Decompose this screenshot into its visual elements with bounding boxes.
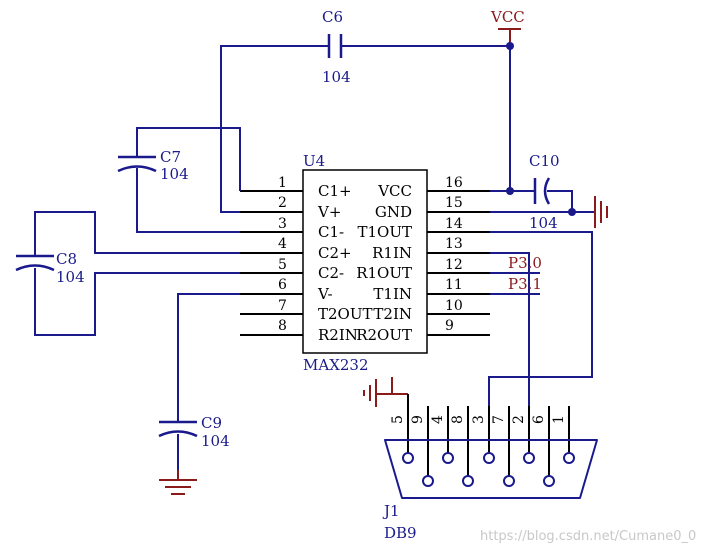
u4-pin-name: R1OUT (356, 264, 412, 282)
capacitor-value: 104 (322, 68, 351, 86)
db9-ref: J1 (382, 502, 400, 520)
u4-pin-name: C2+ (318, 244, 352, 262)
junction-dots (506, 42, 576, 216)
db9-part: DB9 (384, 524, 417, 542)
ground-icon (594, 196, 608, 228)
capacitor-value: 104 (201, 432, 230, 450)
capacitor-c6: C6 104 (322, 8, 351, 86)
wires (34, 45, 595, 470)
u4-pin-num: 3 (278, 216, 287, 232)
u4-pin-name: V- (317, 285, 333, 303)
u4-pin-name: T2OUT (318, 305, 373, 323)
u4-right-pins: 16 15 14 13 12 11 10 9 VCC GND T1OUT R1I… (356, 175, 490, 344)
ground-icon (159, 470, 197, 495)
u4-pin-num: 9 (445, 318, 454, 334)
capacitor-ref: C6 (322, 8, 343, 26)
capacitor-c10: C10 104 (529, 152, 560, 232)
u4-pin-name: T1OUT (358, 223, 413, 241)
u4-pin-num: 1 (278, 175, 287, 191)
u4-pin-num: 13 (445, 236, 463, 252)
db9-connector: 5 9 4 8 3 7 2 6 1 (384, 393, 598, 499)
u4-pin-num: 6 (278, 277, 287, 293)
u4-pin-name: T2IN (373, 305, 412, 323)
u4-pin-name: V+ (317, 203, 341, 221)
db9-pin-num: 6 (531, 415, 547, 424)
capacitor-c8: C8 104 (15, 250, 85, 286)
db9-pin-num: 5 (390, 415, 406, 424)
u4-pin-num: 12 (445, 257, 463, 273)
db9-pin-num: 8 (450, 415, 466, 424)
capacitor-value: 104 (160, 165, 189, 183)
u4-pin-name: C1+ (318, 182, 352, 200)
db9-pin-num: 1 (551, 415, 567, 424)
db9-pin-num: 4 (430, 415, 446, 424)
u4-pin-num: 14 (445, 216, 463, 232)
u4-pin-name: C2- (318, 264, 344, 282)
capacitor-ref: C10 (529, 152, 560, 170)
u4-pin-num: 5 (278, 257, 287, 273)
u4-pin-num: 7 (278, 298, 287, 314)
u4-pin-num: 15 (445, 195, 463, 211)
u4-pin-name: VCC (377, 182, 412, 200)
u4-pin-name: GND (375, 203, 412, 221)
capacitor-c9: C9 104 (158, 414, 230, 450)
capacitor-ref: C9 (201, 414, 222, 432)
u4-pin-num: 8 (278, 318, 287, 334)
watermark: https://blog.csdn.net/Cumane0_0 (480, 529, 696, 544)
u4-pin-num: 11 (445, 277, 463, 293)
u4-pin-name: R2IN (318, 326, 358, 344)
u4-ref: U4 (303, 152, 325, 170)
u4-body (302, 169, 428, 354)
vcc-power-symbol: VCC (490, 8, 525, 44)
capacitor-ref: C8 (56, 250, 77, 268)
capacitor-value: 104 (529, 214, 558, 232)
u4-pin-name: T1IN (373, 285, 412, 303)
u4-part: MAX232 (303, 356, 369, 374)
u4-pin-num: 16 (445, 175, 463, 191)
db9-pin-num: 9 (410, 415, 426, 424)
u4-pin-name: R1IN (372, 244, 412, 262)
u4-left-pins: 1 2 3 4 5 6 7 8 C1+ V+ C1- C2+ C2- V- T2… (240, 175, 373, 344)
ground-icon (363, 377, 405, 407)
u4-pin-name: R2OUT (356, 326, 412, 344)
net-label-p31: P3.1 (508, 275, 542, 293)
u4-pin-name: C1- (318, 223, 344, 241)
capacitor-ref: C7 (160, 148, 181, 166)
capacitor-c7: C7 104 (117, 148, 189, 183)
db9-pin-num: 2 (511, 415, 527, 424)
db9-pin-num: 3 (471, 415, 487, 424)
u4-pin-num: 10 (445, 298, 463, 314)
db9-pin-num: 7 (491, 415, 507, 424)
vcc-label: VCC (490, 8, 525, 26)
net-label-p30: P3.0 (508, 254, 542, 272)
capacitor-value: 104 (56, 268, 85, 286)
u4-pin-num: 4 (278, 236, 287, 252)
u4-pin-num: 2 (278, 195, 287, 211)
